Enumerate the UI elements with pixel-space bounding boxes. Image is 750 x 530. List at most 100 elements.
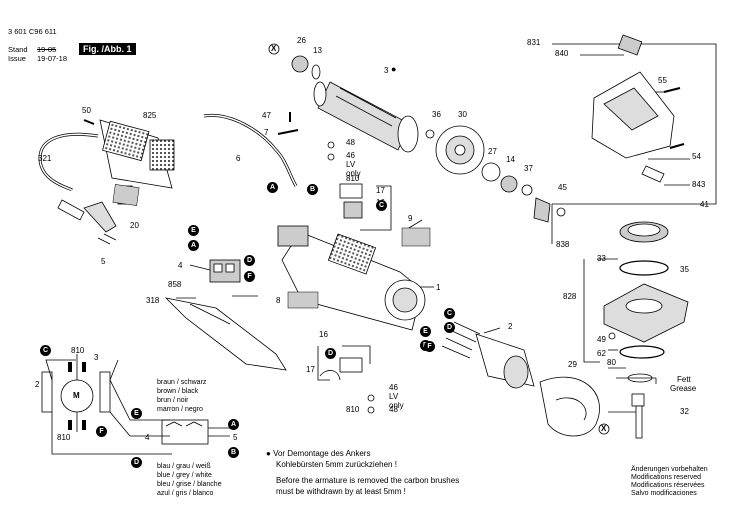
grease-label: Grease: [670, 384, 697, 393]
note-line-4: must be withdrawn by at least 5mm !: [276, 487, 406, 496]
color-line-fr: brun / noir: [157, 397, 189, 404]
schematic-4: 4: [145, 433, 150, 442]
baffle-27: [481, 162, 501, 182]
callout-50: 50: [82, 106, 91, 115]
callout-17a: 17: [376, 186, 385, 195]
callout-843: 843: [692, 180, 706, 189]
bearing-14: [500, 175, 518, 193]
note-bullet: ●: [266, 449, 271, 458]
callout-825: 825: [143, 111, 157, 120]
footer-es: Salvo modificaciones: [631, 490, 697, 497]
callout-62: 62: [597, 349, 606, 358]
label-9: [401, 227, 431, 247]
callout-8: 8: [276, 296, 281, 305]
color-line-en: brown / black: [157, 388, 199, 395]
callout-20: 20: [130, 221, 139, 230]
o-ring-33: [619, 260, 669, 276]
marker-a-3: A: [228, 419, 239, 430]
armature: [313, 81, 419, 153]
stand-value: 19-05: [37, 45, 57, 54]
color2-line-fr: bleu / grise / blanche: [157, 481, 222, 488]
callout-54: 54: [692, 152, 701, 161]
callout-30: 30: [458, 110, 467, 119]
stand-label: Stand: [8, 45, 28, 54]
wire-colors-brown: braun / schwarz brown / black brun / noi…: [157, 378, 206, 414]
marker-a-2: A: [188, 240, 199, 251]
bearing-26: [291, 55, 309, 73]
marker-a-1: A: [267, 182, 278, 193]
marker-e-1: E: [188, 225, 199, 236]
brush-holder-top: [339, 183, 363, 219]
marker-d-1: D: [244, 255, 255, 266]
marker-f-1: F: [244, 271, 255, 282]
pinion: [533, 197, 551, 223]
callout-3: 3: [384, 66, 389, 75]
callout-2: 2: [508, 322, 513, 331]
marker-c-1: C: [376, 200, 387, 211]
marker-b-1: B: [307, 184, 318, 195]
callout-29: 29: [568, 360, 577, 369]
figure-label: Fig. /Abb. 1: [79, 43, 136, 55]
marker-f-2: F: [424, 341, 435, 352]
color-line-de: braun / schwarz: [157, 379, 207, 386]
callout-810a: 810: [346, 174, 360, 183]
marker-x-2: X: [601, 424, 607, 433]
callout-48b: 48: [389, 405, 398, 414]
power-cord: [38, 132, 99, 192]
color2-line-de: blau / grau / weiß: [157, 463, 211, 470]
color-line-es: marron / negro: [157, 406, 203, 413]
callout-840: 840: [555, 49, 569, 58]
schematic-2: 2: [35, 380, 40, 389]
label-8: [287, 291, 319, 309]
callout-1: 1: [436, 283, 441, 292]
plug: [57, 199, 117, 245]
callout-80: 80: [607, 358, 616, 367]
callout-17b: 17: [306, 365, 315, 374]
rear-housing: [99, 119, 175, 205]
marker-b-3: B: [228, 447, 239, 458]
marker-d-4: D: [131, 457, 142, 468]
callout-858: 858: [168, 280, 182, 289]
nut-37: [521, 184, 533, 196]
color2-line-es: azul / gris / blanco: [157, 490, 214, 497]
bearing-flange: [603, 283, 689, 343]
spindle-lock: [641, 165, 665, 183]
marker-e-3: E: [131, 408, 142, 419]
brush-holder-bottom: [319, 357, 363, 381]
armature-note: ● Vor Demontage des Ankers Kohlebürsten …: [266, 448, 459, 497]
issue-value: 19-07-18: [37, 54, 68, 63]
callout-46b: 46: [389, 383, 398, 392]
callout-48a: 48: [346, 138, 355, 147]
label-20: [112, 184, 140, 206]
callout-32: 32: [680, 407, 689, 416]
marker-d-2: D: [444, 322, 455, 333]
stator: [475, 333, 535, 389]
callout-3-dot: ●: [391, 64, 397, 74]
marker-c-2: C: [444, 308, 455, 319]
switch-lever: [164, 297, 287, 371]
callout-838: 838: [556, 240, 570, 249]
callout-9: 9: [408, 214, 413, 223]
fett-label: Fett: [677, 375, 691, 384]
schematic-3: 3: [94, 353, 99, 362]
callout-36: 36: [432, 110, 441, 119]
callout-33: 33: [597, 254, 606, 263]
wheel-guard: [539, 376, 600, 437]
lv-only-1: LV only: [346, 160, 361, 178]
part-number: 3 601 C96 611: [8, 27, 57, 36]
callout-828: 828: [563, 292, 577, 301]
switch: [209, 259, 241, 283]
schematic-motor-label: M: [73, 391, 80, 400]
marker-d-3: D: [325, 348, 336, 359]
callout-37: 37: [524, 164, 533, 173]
callout-16b: 16: [319, 330, 328, 339]
spindle: [631, 393, 645, 439]
note-line-3: Before the armature is removed the carbo…: [276, 476, 460, 485]
issue-label: Issue: [8, 54, 26, 63]
ring-13: [311, 64, 321, 80]
callout-35: 35: [680, 265, 689, 274]
callout-26: 26: [297, 36, 306, 45]
color2-line-en: blue / grey / white: [157, 472, 212, 479]
note-line-2: Kohlebürsten 5mm zurückziehen !: [276, 460, 397, 469]
